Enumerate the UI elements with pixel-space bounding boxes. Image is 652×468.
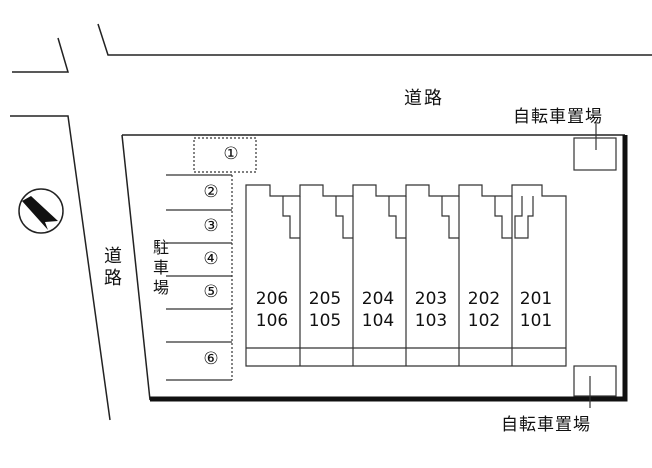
parking-slot-5: ⑤ [203, 282, 219, 302]
unit-upper-number: 201 [519, 289, 553, 309]
unit-lower-number: 103 [414, 311, 448, 331]
unit-notch [335, 196, 353, 239]
compass-circle [18, 188, 64, 234]
unit-upper-number: 204 [361, 289, 395, 309]
unit-lower-number: 105 [308, 311, 342, 331]
unit-204-104: 204 104 [352, 288, 404, 332]
parking-slot-4: ④ [203, 249, 219, 269]
lot-boundary-thick [150, 135, 628, 402]
unit-upper-number: 203 [414, 289, 448, 309]
bicycle-parking-top-box [573, 137, 617, 171]
unit-upper-number: 206 [255, 289, 289, 309]
parking-slot-6: ⑥ [203, 349, 219, 369]
road-label-left: 道路 [104, 246, 122, 289]
compass-arrow [22, 196, 58, 230]
road-edge-left-outer [10, 115, 111, 421]
parking-lines [166, 137, 257, 381]
road-label-top: 道路 [404, 88, 444, 109]
parking-label: 駐車場 [153, 238, 170, 297]
unit-lower-number: 102 [467, 311, 501, 331]
unit-notch [282, 196, 300, 239]
unit-notch [514, 196, 534, 239]
building-outline [245, 184, 567, 367]
parking-slot-1: ① [223, 144, 239, 164]
bicycle-parking-boxes [573, 122, 617, 408]
unit-upper-number: 205 [308, 289, 342, 309]
bicycle-parking-label-top: 自転車置場 [513, 107, 603, 127]
unit-lower-number: 104 [361, 311, 395, 331]
unit-lower-number: 101 [519, 311, 553, 331]
unit-upper-number: 202 [467, 289, 501, 309]
parking-slot-2: ② [203, 182, 219, 202]
lot-boundary [122, 134, 628, 402]
unit-203-103: 203 103 [405, 288, 457, 332]
apartment-building [245, 184, 567, 367]
bicycle-parking-bottom-box [573, 365, 617, 397]
unit-lower-number: 106 [255, 311, 289, 331]
unit-202-102: 202 102 [458, 288, 510, 332]
unit-206-106: 206 106 [246, 288, 298, 332]
parking-slot-3: ③ [203, 216, 219, 236]
north-arrow-icon [18, 188, 64, 234]
bicycle-parking-label-bottom: 自転車置場 [501, 415, 591, 435]
road-edge-top-left [12, 37, 70, 73]
road-edge-left-inner [121, 134, 151, 401]
unit-201-101: 201 101 [510, 288, 562, 332]
unit-notch [494, 196, 512, 239]
unit-notch [388, 196, 406, 239]
unit-205-105: 205 105 [299, 288, 351, 332]
unit-notch [441, 196, 459, 239]
road-edges [10, 23, 652, 421]
road-edge-top-right [97, 23, 652, 56]
